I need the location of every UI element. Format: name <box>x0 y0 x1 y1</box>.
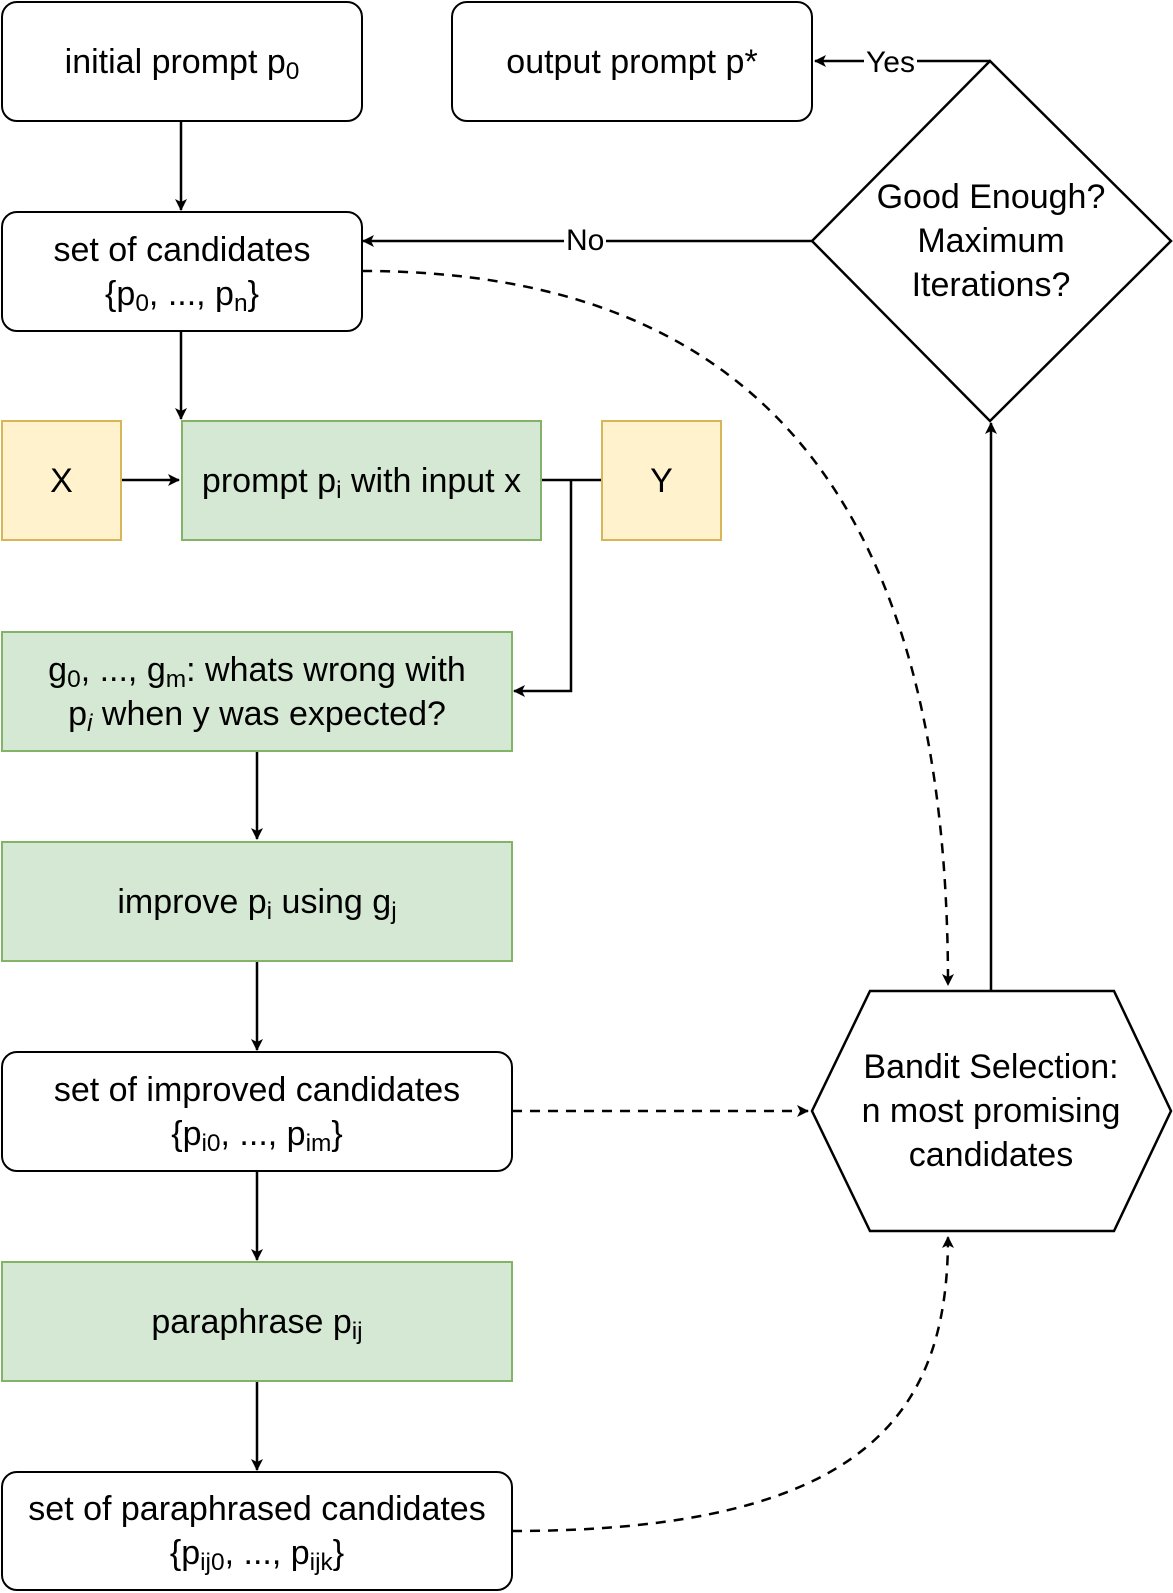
bandit-label: Bandit Selection: n most promising candi… <box>840 1040 1142 1182</box>
initial-prompt-label: initial prompt p0 <box>64 42 300 85</box>
bandit-line2: n most promising <box>861 1092 1121 1130</box>
improved-candidates-node: set of improved candidates {pi0, ..., pi… <box>1 1051 513 1172</box>
edge-paraphrased-to-bandit <box>511 1236 954 1533</box>
x-input-label: X <box>50 461 73 500</box>
improved-candidates-set: {pi0, ..., pim} <box>171 1114 343 1157</box>
decision-line1: Good Enough? <box>876 178 1106 216</box>
edge-label-yes: Yes <box>864 46 917 79</box>
paraphrased-candidates-title: set of paraphrased candidates <box>28 1490 486 1528</box>
prompt-with-input-label: prompt pi with input x <box>201 461 522 504</box>
improved-candidates-title: set of improved candidates <box>53 1070 461 1109</box>
edge-prompt-to-gradients <box>513 480 573 697</box>
bandit-line3: candidates <box>908 1136 1074 1174</box>
decision-label: Good Enough? Maximum Iterations? <box>840 170 1142 312</box>
initial-prompt-node: initial prompt p0 <box>1 1 363 122</box>
decision-diamond <box>810 59 1173 423</box>
decision-line2: Maximum <box>917 222 1065 260</box>
paraphrase-label: paraphrase pij <box>151 1302 363 1345</box>
gradients-line1: g0, ..., gm: whats wrong with <box>48 650 466 693</box>
y-output-label: Y <box>650 461 673 500</box>
gradients-node: g0, ..., gm: whats wrong with pi when y … <box>1 631 513 752</box>
candidates-title: set of candidates <box>53 230 311 269</box>
edge-candidates-to-bandit <box>361 269 954 986</box>
output-prompt-label: output prompt p* <box>506 42 758 81</box>
candidates-node: set of candidates {p0, ..., pn} <box>1 211 363 332</box>
paraphrased-candidates-node: set of paraphrased candidates {pij0, ...… <box>1 1471 513 1591</box>
paraphrased-candidates-set: {pij0, ..., pijk} <box>169 1534 345 1577</box>
x-input-node: X <box>1 420 122 541</box>
paraphrase-node: paraphrase pij <box>1 1261 513 1382</box>
bandit-hexagon <box>810 989 1173 1233</box>
output-prompt-node: output prompt p* <box>451 1 813 122</box>
improve-label: improve pi using gj <box>117 882 397 925</box>
candidates-set: {p0, ..., pn} <box>105 274 259 317</box>
improve-node: improve pi using gj <box>1 841 513 962</box>
decision-line3: Iterations? <box>911 266 1071 304</box>
edge-label-no: No <box>564 224 607 257</box>
y-output-node: Y <box>601 420 722 541</box>
bandit-line1: Bandit Selection: <box>863 1048 1119 1086</box>
gradients-line2: pi when y was expected? <box>68 694 446 737</box>
prompt-with-input-node: prompt pi with input x <box>181 420 542 541</box>
